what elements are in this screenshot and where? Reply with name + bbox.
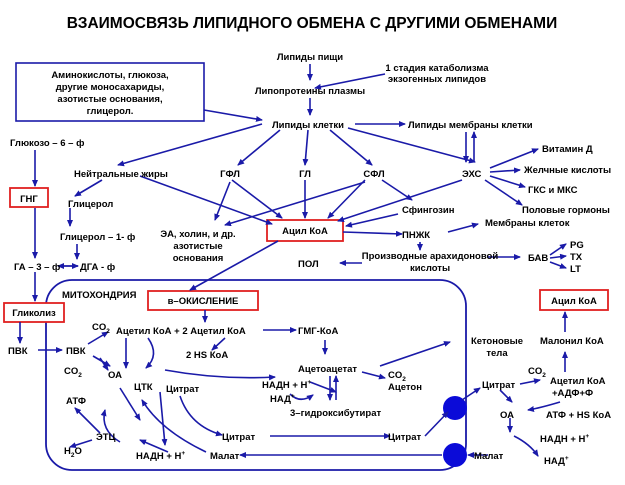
glycolysis-box [3, 302, 65, 323]
label-nadh-mid: НАДН + Н+ [262, 379, 311, 391]
label-malate-right: Малат [474, 451, 504, 462]
label-malate-left: Малат [210, 451, 240, 462]
label-co2-a: CO2 [92, 322, 110, 335]
label-arachidonic-line1: Производные арахидоновой [362, 251, 499, 262]
label-ga-3-p: ГА – 3 – ф [14, 262, 60, 273]
label-stage1-line2: экзогенных липидов [388, 74, 486, 85]
beta-oxidation-box [147, 290, 259, 311]
label-beta-oxidation: в–ОКИСЛЕНИЕ [168, 296, 239, 307]
label-hs-coa: 2 HS КоА [186, 350, 228, 361]
label-hmg-coa: ГМГ-КоА [298, 326, 338, 337]
label-gks-mks: ГКС и МКС [528, 185, 578, 196]
label-hydroxybutyrate: 3–гидроксибутират [290, 408, 381, 419]
label-substrates-line3: азотистые основания, [57, 94, 162, 105]
label-acetyl-coa-eq: Ацетил КоА + 2 Ацетил КоА [116, 326, 246, 337]
label-acetoacetate: Ацетоацетат [298, 364, 357, 375]
label-atf-hs-coa: АТФ + HS КоА [546, 410, 611, 421]
label-citrate-left: Цитрат [166, 384, 200, 395]
label-vitamin-d: Витамин Д [542, 144, 593, 155]
label-acyl-coa-main: Ацил КоА [282, 226, 328, 237]
label-ketone-line1: Кетоновые [471, 336, 523, 347]
label-glycerol: Глицерол [68, 199, 113, 210]
label-acetone: Ацетон [388, 382, 422, 393]
label-glucose-6-p: Глюкозо – 6 – ф [10, 138, 84, 149]
label-bile-acids: Желчные кислоты [523, 165, 611, 176]
label-acetyl-coa-adp-line1: Ацетил КоА [550, 376, 606, 387]
label-lipoproteiny: Липопротеины плазмы [255, 86, 365, 97]
label-exs: ЭХС [462, 169, 481, 180]
label-nadh-right: НАДН + Н+ [540, 433, 589, 445]
label-tx: TX [570, 252, 583, 263]
label-gl: ГЛ [299, 169, 311, 180]
labels: Липиды пищи 1 стадия катаболизма экзоген… [8, 52, 611, 467]
label-lipidy-kletki: Липиды клетки [272, 120, 344, 131]
label-pnzhk: ПНЖК [402, 230, 430, 241]
label-arachidonic-line2: кислоты [410, 263, 450, 274]
label-sex-hormones: Половые гормоны [522, 205, 610, 216]
label-nad-mid: НАД+ [270, 393, 295, 405]
label-etc: ЭТЦ [96, 432, 116, 443]
label-nadh-left: НАДН + Н+ [136, 450, 185, 462]
label-acetyl-coa-adp-line2: +АДФ+Ф [552, 388, 593, 399]
label-lipidy-membrany: Липиды мембраны клетки [408, 120, 533, 131]
label-co2-c: CO2 [64, 366, 82, 379]
label-pol: ПОЛ [298, 259, 319, 270]
label-acyl-coa-right: Ацил КоА [551, 296, 597, 307]
label-ea-line2: азотистые [173, 241, 222, 252]
citrate-transporter [443, 396, 467, 420]
label-atf: АТФ [66, 396, 86, 407]
label-stage1-line1: 1 стадия катаболизма [385, 63, 489, 74]
acyl-coa-right-box [539, 289, 609, 311]
label-nad-right: НАД+ [544, 455, 569, 467]
label-citrate-right-top: Цитрат [482, 380, 516, 391]
label-gng: ГНГ [20, 194, 38, 205]
label-bav: БАВ [528, 253, 548, 264]
label-neutral-fats: Нейтральные жиры [74, 169, 168, 180]
arrows [17, 64, 568, 458]
label-malonyl-coa: Малонил КоА [540, 336, 604, 347]
label-ea-line1: ЭА, холин, и др. [160, 229, 235, 240]
substrates-box [15, 62, 205, 122]
label-dga-p: ДГА - ф [80, 262, 115, 273]
label-substrates-line2: другие моносахариды, [56, 82, 165, 93]
label-citrate-bottom-left: Цитрат [222, 432, 256, 443]
label-oa-left: ОА [108, 370, 122, 381]
label-co2-d: CO2 [528, 366, 546, 379]
label-pvk-in: ПВК [66, 346, 86, 357]
gng-box [9, 187, 49, 208]
label-sfl: СФЛ [363, 169, 385, 180]
label-ea-line3: основания [173, 253, 224, 264]
label-mitochondria: МИТОХОНДРИЯ [62, 290, 137, 301]
mitochondria-outline [45, 279, 467, 471]
malate-transporter [443, 443, 467, 467]
label-oa-right: ОА [500, 410, 514, 421]
label-substrates-line4: глицерол. [87, 106, 134, 117]
acyl-coa-main-box [266, 219, 344, 242]
label-ketone-line2: тела [486, 348, 508, 359]
label-co2-b: CO2 [388, 370, 406, 383]
label-sphingosine: Сфингозин [402, 205, 455, 216]
label-citrate-bottom-right: Цитрат [388, 432, 422, 443]
label-lt: LT [570, 264, 581, 275]
label-substrates-line1: Аминокислоты, глюкоза, [51, 70, 168, 81]
label-h2o: H2O [64, 446, 82, 459]
label-tca: ЦТК [134, 382, 153, 393]
label-pvk-out: ПВК [8, 346, 28, 357]
label-gfl: ГФЛ [220, 169, 240, 180]
label-glycolysis: Гликолиз [12, 308, 56, 319]
label-lipidy-pishchi: Липиды пищи [277, 52, 343, 63]
label-pg: PG [570, 240, 584, 251]
label-glycerol-1-p: Глицерол – 1- ф [60, 232, 135, 243]
label-membrany-kletok: Мембраны клеток [485, 218, 570, 229]
diagram-title: ВЗАИМОСВЯЗЬ ЛИПИДНОГО ОБМЕНА С ДРУГИМИ О… [67, 15, 557, 32]
